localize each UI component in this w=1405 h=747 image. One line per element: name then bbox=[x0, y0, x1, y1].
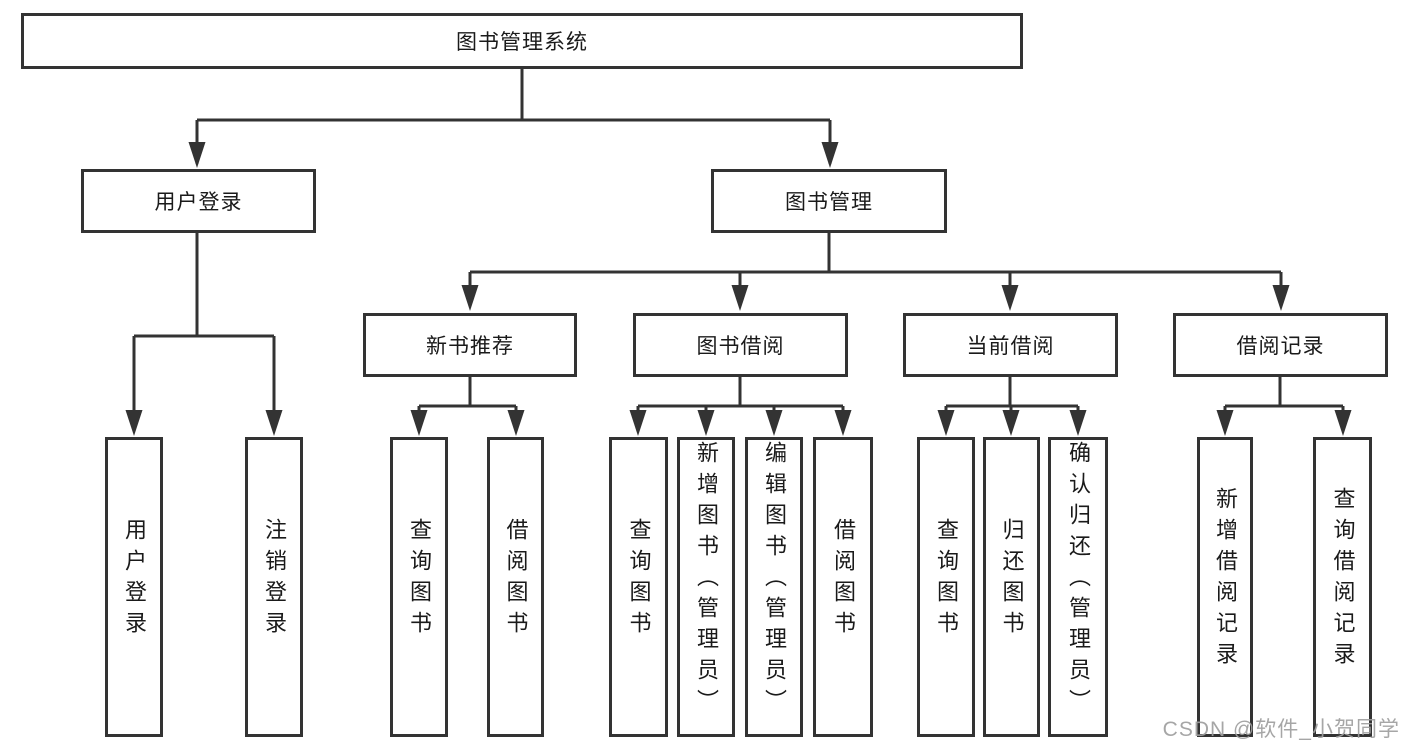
leaf-query-borrow-record: 查询借阅记录 bbox=[1313, 437, 1372, 737]
node-label: 归还图书 bbox=[999, 518, 1025, 642]
leaf-return-book: 归还图书 bbox=[983, 437, 1040, 737]
node-book-management: 图书管理 bbox=[711, 169, 947, 233]
node-root-system: 图书管理系统 bbox=[21, 13, 1023, 69]
node-label: 借阅图书 bbox=[503, 518, 529, 642]
node-current-borrow: 当前借阅 bbox=[903, 313, 1118, 377]
leaf-query-book-3: 查询图书 bbox=[917, 437, 975, 737]
leaf-edit-book-admin: 编辑图书（管理员） bbox=[745, 437, 803, 737]
leaf-user-login: 用户登录 bbox=[105, 437, 163, 737]
watermark: CSDN @软件_小贺同学 bbox=[1162, 718, 1400, 741]
node-label: 借阅记录 bbox=[1236, 335, 1325, 358]
node-label: 用户登录 bbox=[154, 191, 243, 214]
node-label: 查询图书 bbox=[934, 518, 959, 642]
node-label: 图书管理系统 bbox=[456, 31, 588, 54]
node-label: 图书借阅 bbox=[696, 335, 785, 358]
node-label: 查询图书 bbox=[626, 518, 652, 642]
leaf-borrow-book-1: 借阅图书 bbox=[487, 437, 544, 737]
node-label: 查询借阅记录 bbox=[1330, 487, 1356, 673]
arrowhead-icons bbox=[125, 142, 1352, 436]
leaf-add-borrow-record: 新增借阅记录 bbox=[1197, 437, 1253, 737]
node-label: 确认归还（管理员） bbox=[1066, 440, 1091, 720]
node-label: 注销登录 bbox=[262, 518, 287, 642]
node-label: 新增借阅记录 bbox=[1213, 487, 1238, 673]
leaf-add-book-admin: 新增图书（管理员） bbox=[677, 437, 735, 737]
node-book-borrow: 图书借阅 bbox=[633, 313, 848, 377]
leaf-logout: 注销登录 bbox=[245, 437, 303, 737]
node-label: 新书推荐 bbox=[426, 335, 514, 358]
node-new-book-recommend: 新书推荐 bbox=[363, 313, 577, 377]
node-borrow-record: 借阅记录 bbox=[1173, 313, 1388, 377]
node-label: 新增图书（管理员） bbox=[694, 440, 719, 720]
node-label: 图书管理 bbox=[785, 191, 873, 214]
node-label: 借阅图书 bbox=[831, 518, 856, 642]
leaf-query-book-1: 查询图书 bbox=[390, 437, 448, 737]
leaf-confirm-return-admin: 确认归还（管理员） bbox=[1048, 437, 1108, 737]
node-label: 编辑图书（管理员） bbox=[762, 440, 787, 720]
node-label: 当前借阅 bbox=[966, 335, 1055, 358]
node-label: 查询图书 bbox=[407, 518, 432, 642]
node-user-login-group: 用户登录 bbox=[81, 169, 316, 233]
leaf-borrow-book-2: 借阅图书 bbox=[813, 437, 873, 737]
leaf-query-book-2: 查询图书 bbox=[609, 437, 668, 737]
node-label: 用户登录 bbox=[122, 518, 147, 642]
